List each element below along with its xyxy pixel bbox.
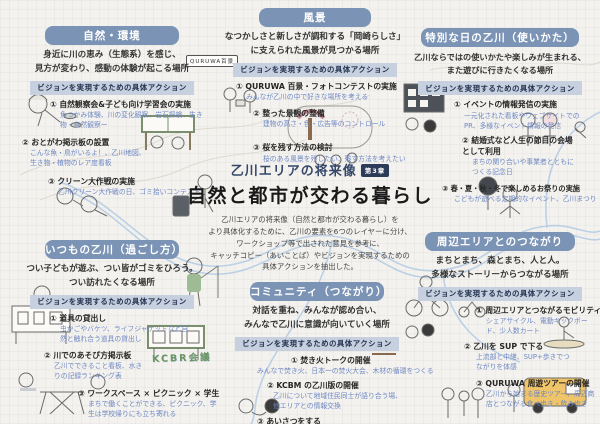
section-header: 風景 bbox=[259, 8, 371, 27]
quruwa-sign: QURUWA百景 bbox=[186, 55, 239, 67]
action-item: ① 道具の貸出し 虫かごやバケツ、ライフジャケットなど自然と触れ合う道具の貸出し bbox=[50, 313, 189, 343]
section-header: コミュニティ（つながり） bbox=[250, 282, 386, 301]
action-label: ビジョンを実現するための具体アクション bbox=[235, 336, 399, 351]
section-header: 自然・環境 bbox=[45, 26, 179, 45]
action-label: ビジョンを実現するための具体アクション bbox=[30, 80, 194, 95]
action-label: ビジョンを実現するための具体アクション bbox=[233, 62, 397, 77]
page-title: 自然と都市が交わる暮らし bbox=[186, 185, 433, 207]
section-scenery: 風景 なつかしさと新しさが調和する「岡崎らしさ」 に支えられた風景が見つかる場所… bbox=[213, 8, 417, 168]
action-item: ③ 春・夏・秋・冬で楽しめるお祭りの実施 こどもが遊べる定期的なイベント、乙川ま… bbox=[442, 184, 597, 203]
section-header: いつもの乙川（過ごし方） bbox=[45, 240, 182, 259]
action-item: ① 焚き火トークの開催 みんなで焚き火、日本一の焚火大会、木材の循環をつくる bbox=[257, 355, 434, 376]
section-usual: いつもの乙川（過ごし方） つい子どもが遊ぶ、つい皆がゴミをひろう。 つい訪れたく… bbox=[6, 240, 220, 423]
action-item: ① QURUWA 百景・フォトコンテストの実施 みんなが乙川の中で好きな場所を考… bbox=[236, 81, 397, 102]
vision-text: まちとまち、森とまち、人と人。 多様なストーリーからつながる場所 bbox=[431, 256, 569, 280]
action-item: ① イベントの情報発信の実施 一元化された看板やウェブサイトでの PR、多様なイ… bbox=[454, 100, 580, 130]
action-item: ② 乙川を SUP で下る 上流部と中継、SUP+歩きでつながりを体感 bbox=[464, 341, 570, 372]
vision-text: なつかしさと新しさが調和する「岡崎らしさ」 に支えられた風景が見つかる場所 bbox=[224, 32, 406, 56]
action-item: ③ QURUWA 周遊ツアーの開催 乙川から始まる歴史ツアー、周辺商店とつながる… bbox=[476, 378, 595, 409]
section-header: 周辺エリアとのつながり bbox=[425, 232, 575, 251]
action-label: ビジョンを実現するための具体アクション bbox=[418, 81, 582, 96]
supertitle-row: 乙川エリアの将来像第3章 bbox=[182, 160, 438, 179]
vision-text: 乙川ならではの使いかたや楽しみが生まれる、 また遊びに行きたくなる場所 bbox=[414, 52, 586, 76]
action-label: ビジョンを実現するための具体アクション bbox=[418, 286, 582, 301]
section-surrounding: 周辺エリアとのつながり まちとまち、森とまち、人と人。 多様なストーリーからつな… bbox=[404, 232, 600, 413]
section-community: コミュニティ（つながり） 対話を重ね、みんなが認め合い、 みんなで乙川に意識が向… bbox=[215, 282, 434, 424]
center-title-block: 乙川エリアの将来像第3章 自然と都市が交わる暮らし 乙川エリアの将来像（自然と都… bbox=[182, 160, 438, 273]
page-supertitle: 乙川エリアの将来像 bbox=[230, 164, 357, 179]
action-item: ② 結婚式など人生の節目の会場として利用 まちの関り合いや事業者とともにつくる記… bbox=[462, 136, 574, 177]
action-item: ② 整った景観の整備 建物の高さ・色・広告等のコントロール bbox=[253, 108, 386, 129]
action-label: ビジョンを実現するための具体アクション bbox=[30, 294, 194, 309]
page-description: 乙川エリアの将来像（自然と都市が交わる暮らし）を より具体化するために、乙川の要… bbox=[208, 215, 412, 272]
vision-text: 対話を重ね、みんなが認め合い、 みんなで乙川に意識が向いていく場所 bbox=[244, 306, 390, 330]
chapter-badge: 第3章 bbox=[360, 163, 390, 177]
action-item: ③ あいさつをする 日常的に散歩をしている人へあいさつ運動の普及 bbox=[257, 417, 321, 424]
action-item: ① 周辺エリアとつながるモビリティ シェアサイクル、電動キックボード、少人数カー… bbox=[476, 305, 600, 335]
action-item: ③ ワークスペース × ピクニック × 学生 まちで働くことができる、ピクニック… bbox=[78, 388, 220, 419]
action-item: ① 自然観察会&子ども向け学習会の実施 魚つかみ体験、川の変化観察、岩石探検、生… bbox=[50, 99, 203, 129]
vision-text: つい子どもが遊ぶ、つい皆がゴミをひろう。 つい訪れたくなる場所 bbox=[26, 264, 198, 288]
action-item: ② 川でのあそび方掲示板 乙川でできること看板、水きりの記録ランキング表 bbox=[44, 350, 143, 381]
section-header: 特別な日の乙川（使いかた） bbox=[421, 28, 579, 47]
action-item: ② KCBM の乙川版の開催 乙川について地域住民同士が語り合う場、他エリアとの… bbox=[267, 380, 402, 411]
vision-text: 身近に川の恵み（生態系）を感じ、 見方が変わり、感動の体験が起こる場所 bbox=[34, 50, 190, 74]
